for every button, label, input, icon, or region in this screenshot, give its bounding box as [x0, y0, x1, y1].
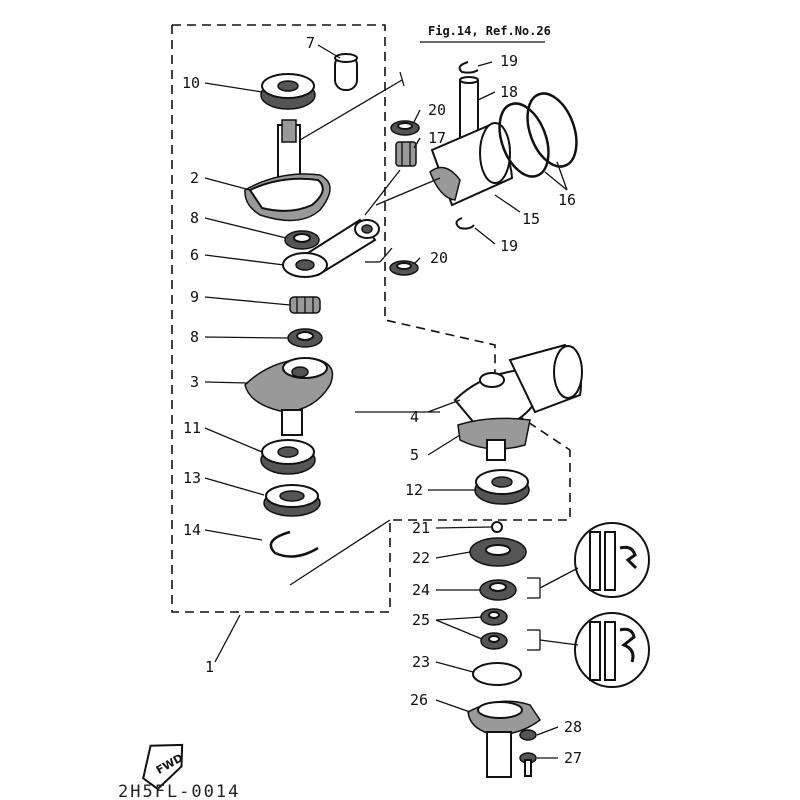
label-part-15: 15 — [522, 210, 540, 228]
label-part-20a: 20 — [428, 101, 446, 119]
label-part-23: 23 — [412, 653, 430, 671]
part-3-crank-lower — [244, 357, 334, 436]
label-part-18: 18 — [500, 83, 518, 101]
label-part-17: 17 — [428, 129, 446, 147]
part-8-bearing-lower — [287, 328, 323, 348]
part-14-circlip — [269, 530, 319, 558]
label-part-27: 27 — [564, 749, 582, 767]
part-22-washer — [469, 537, 527, 567]
label-part-3: 3 — [190, 373, 199, 391]
drawing-code: 2H5FL-0014 — [118, 782, 240, 800]
part-19-clip-lower — [455, 217, 475, 230]
label-part-24: 24 — [412, 581, 430, 599]
label-part-12: 12 — [405, 481, 423, 499]
part-13-oil-seal — [263, 484, 321, 517]
part-8-bearing-upper — [284, 230, 320, 250]
part-7-pin — [334, 53, 358, 91]
label-part-25: 25 — [412, 611, 430, 629]
label-part-19b: 19 — [500, 237, 518, 255]
label-part-21: 21 — [412, 519, 430, 537]
part-23-o-ring — [472, 662, 522, 686]
label-part-1: 1 — [205, 658, 214, 676]
label-part-6: 6 — [190, 246, 199, 264]
part-21-ball — [491, 521, 503, 533]
part-25-seals — [480, 608, 508, 650]
part-2-crank-upper — [244, 119, 331, 222]
label-part-19a: 19 — [500, 52, 518, 70]
assembly-boundary — [172, 24, 496, 375]
part-15-piston — [429, 122, 514, 207]
part-6-connecting-rod — [282, 218, 380, 278]
part-20-washer-lower — [389, 260, 419, 276]
label-part-7: 7 — [306, 34, 315, 52]
part-28-washer — [519, 729, 537, 741]
part-4-5-crank-assembly — [453, 343, 583, 461]
label-part-28: 28 — [564, 718, 582, 736]
label-part-4: 4 — [410, 408, 419, 426]
label-part-10: 10 — [182, 74, 200, 92]
part-24-bearing — [479, 579, 517, 601]
part-10-bearing — [260, 73, 316, 110]
fig-reference: Fig.14, Ref.No.26 — [428, 24, 551, 38]
part-26-housing — [467, 700, 542, 778]
label-part-13: 13 — [183, 469, 201, 487]
part-17-needle-bearing — [395, 141, 417, 167]
label-part-8a: 8 — [190, 209, 199, 227]
part-19-clip-upper — [458, 61, 479, 74]
label-part-14: 14 — [183, 521, 201, 539]
label-part-20b: 20 — [430, 249, 448, 267]
label-part-2: 2 — [190, 169, 199, 187]
part-11-bearing — [260, 439, 316, 475]
part-16-piston-rings — [498, 92, 578, 178]
label-part-9: 9 — [190, 288, 199, 306]
part-27-screw — [519, 752, 537, 777]
leader-lines — [204, 44, 568, 759]
label-part-22: 22 — [412, 549, 430, 567]
part-12-bearing — [474, 469, 530, 505]
label-part-16: 16 — [558, 191, 576, 209]
label-part-5: 5 — [410, 446, 419, 464]
detail-circle-lower — [527, 612, 650, 688]
label-part-26: 26 — [410, 691, 428, 709]
label-part-11: 11 — [183, 419, 201, 437]
part-20-washer-upper — [390, 120, 420, 136]
part-9-needle-bearing — [289, 296, 321, 314]
label-part-8b: 8 — [190, 328, 199, 346]
detail-circle-upper — [527, 522, 650, 599]
